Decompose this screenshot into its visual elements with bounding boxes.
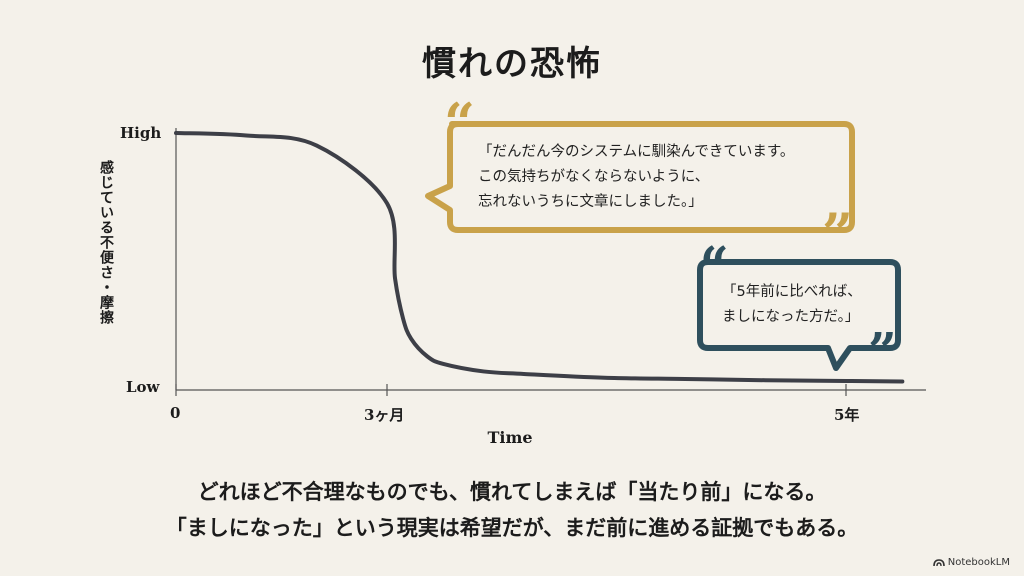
quote-line: 「5年前に比べれば、 bbox=[722, 284, 862, 300]
quote-line: 忘れないうちに文章にしました。」 bbox=[478, 194, 703, 210]
quote-bubble-gold: “ ” bbox=[425, 91, 855, 265]
series-line bbox=[174, 131, 905, 384]
quote-teal-text: 「5年前に比べれば、 ましになった方だ。」 bbox=[722, 280, 862, 330]
close-quote-icon: ” bbox=[822, 201, 853, 265]
open-quote-icon: “ bbox=[700, 235, 729, 294]
slide-title: 慣れの恐怖 bbox=[422, 44, 602, 84]
quote-bubble-teal: “ ” bbox=[697, 235, 901, 380]
quote-line: ましになった方だ。」 bbox=[722, 309, 860, 325]
quote-line: 「だんだん今のシステムに馴染んできています。 bbox=[478, 144, 795, 160]
close-quote-icon: ” bbox=[868, 321, 897, 380]
quote-gold-text: 「だんだん今のシステムに馴染んできています。 この気持ちがなくならないように、 … bbox=[478, 140, 794, 215]
y-tick-low: Low bbox=[126, 378, 160, 396]
x-tick-3-months: 3ヶ月 bbox=[364, 406, 405, 424]
notebooklm-logo-icon bbox=[932, 559, 945, 567]
caption-line-2: 「ましになった」という現実は希望だが、まだ前に進める証拠でもある。 bbox=[165, 516, 859, 540]
brand-label: NotebookLM bbox=[947, 557, 1010, 568]
y-tick-high: High bbox=[120, 124, 162, 142]
brand-watermark: NotebookLM bbox=[932, 557, 1010, 568]
x-axis-label: Time bbox=[487, 428, 533, 447]
x-tick-5-years: 5年 bbox=[834, 406, 860, 424]
quote-line: この気持ちがなくならないように、 bbox=[478, 169, 710, 185]
y-axis-label: 感じている不便さ・摩擦 bbox=[98, 160, 114, 325]
x-tick-marks bbox=[175, 384, 847, 396]
open-quote-icon: “ bbox=[444, 91, 475, 155]
x-tick-0: 0 bbox=[170, 404, 181, 422]
caption-line-1: どれほど不合理なものでも、慣れてしまえば「当たり前」になる。 bbox=[197, 480, 827, 504]
